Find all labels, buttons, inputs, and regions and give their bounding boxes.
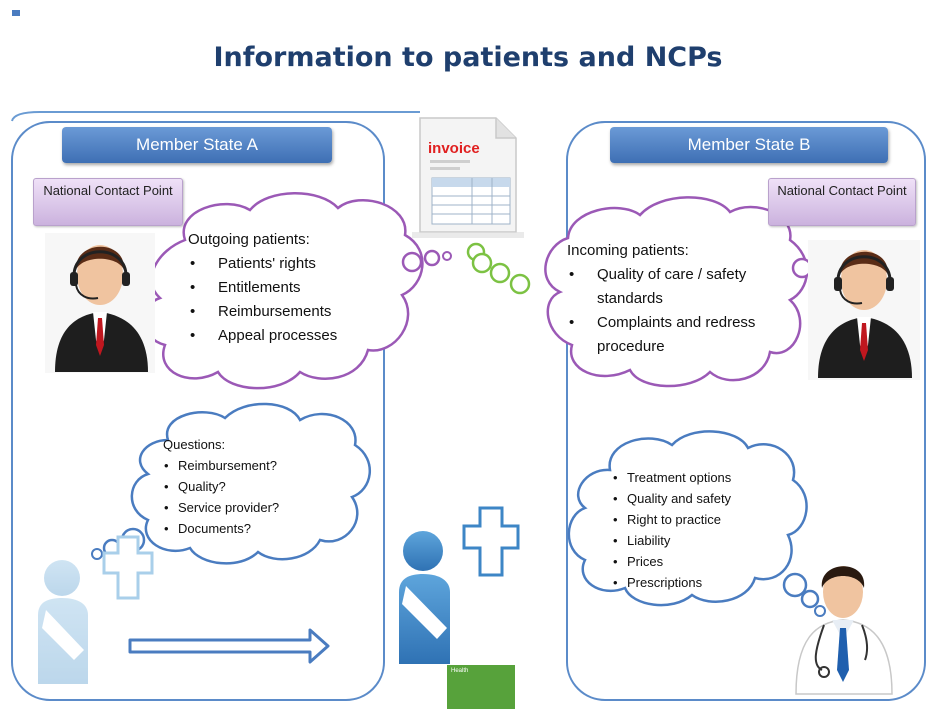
cloud-bubble: [401, 251, 423, 273]
incoming-list: Quality of care / safety standards Compl…: [567, 263, 797, 359]
page-title: Information to patients and NCPs: [213, 42, 723, 73]
list-item: Documents?: [163, 518, 343, 539]
cloud-bubble: [91, 548, 103, 560]
member-state-a-frame: [11, 121, 385, 701]
list-item: Reimbursements: [188, 300, 403, 324]
invoice-label: invoice: [428, 140, 480, 157]
title-divider: [11, 111, 420, 122]
list-item: Quality of care / safety standards: [567, 263, 797, 311]
corner-decoration: [12, 10, 20, 16]
arrow-right-icon: [128, 628, 330, 664]
questions-list: Reimbursement? Quality? Service provider…: [163, 455, 343, 539]
incoming-patients-text: Incoming patients: Quality of care / saf…: [567, 239, 797, 359]
patient-figure-icon: [399, 531, 450, 664]
member-state-a-banner: Member State A: [62, 127, 332, 163]
doctor-topics-list: Treatment options Quality and safety Rig…: [612, 467, 782, 593]
medical-cross-icon: [462, 506, 520, 577]
doctor-topics-text: Treatment options Quality and safety Rig…: [612, 467, 782, 593]
health-tile: Health: [447, 665, 515, 709]
list-item: Prices: [612, 551, 782, 572]
list-item: Entitlements: [188, 276, 403, 300]
list-item: Prescriptions: [612, 572, 782, 593]
operator-headset-icon: [45, 233, 155, 373]
cloud-bubble: [782, 572, 808, 598]
outgoing-heading: Outgoing patients:: [188, 231, 310, 248]
list-item: Right to practice: [612, 509, 782, 530]
questions-heading: Questions:: [163, 437, 226, 452]
medical-cross-icon: [102, 535, 154, 600]
list-item: Appeal processes: [188, 324, 403, 348]
list-item: Service provider?: [163, 497, 343, 518]
cloud-bubble: [423, 249, 441, 267]
doctor-icon: [795, 566, 893, 695]
connector-circle: [471, 252, 493, 274]
list-item: Liability: [612, 530, 782, 551]
list-item: Quality?: [163, 476, 343, 497]
patient-figure-icon: [38, 560, 88, 684]
invoice-document-icon: [412, 117, 524, 238]
questions-text: Questions: Reimbursement? Quality? Servi…: [163, 434, 343, 539]
list-item: Treatment options: [612, 467, 782, 488]
outgoing-list: Patients' rights Entitlements Reimbursem…: [188, 252, 403, 348]
cloud-bubble: [814, 605, 826, 617]
member-state-b-banner: Member State B: [610, 127, 888, 163]
connector-circle: [489, 262, 511, 284]
cloud-bubble: [442, 251, 452, 261]
incoming-heading: Incoming patients:: [567, 242, 689, 259]
list-item: Patients' rights: [188, 252, 403, 276]
list-item: Complaints and redress procedure: [567, 311, 797, 359]
ncp-box-a: National Contact Point: [33, 178, 183, 226]
list-item: Reimbursement?: [163, 455, 343, 476]
cloud-bubble: [800, 589, 820, 609]
list-item: Quality and safety: [612, 488, 782, 509]
connector-circle: [509, 273, 531, 295]
member-state-b-frame: [566, 121, 926, 701]
operator-headset-icon: [808, 240, 920, 380]
outgoing-patients-text: Outgoing patients: Patients' rights Enti…: [188, 228, 403, 348]
ncp-box-b: National Contact Point: [768, 178, 916, 226]
